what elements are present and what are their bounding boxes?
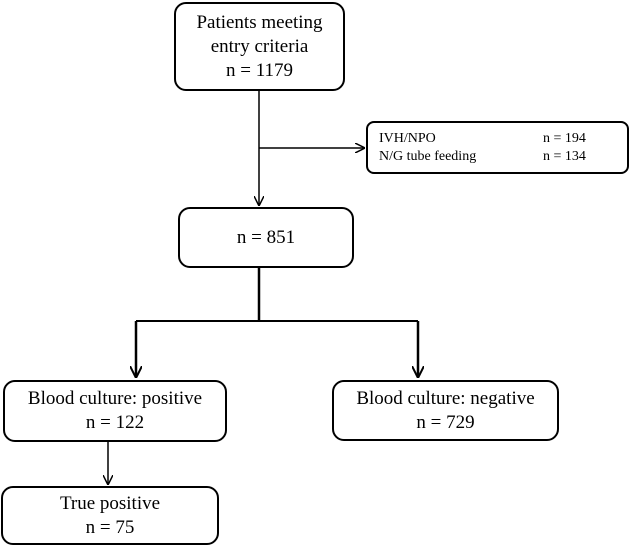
true-positive-count: n = 75 [85,516,135,538]
exclusion-label: N/G tube feeding [379,149,477,164]
exclusion-count: n = 194 [543,131,586,146]
exclusion-box: IVH/NPO n = 194 N/G tube feeding n = 134 [366,121,629,174]
exclusion-count: n = 134 [543,149,586,164]
entry-criteria-count: n = 1179 [225,59,293,81]
blood-culture-positive-label: Blood culture: positive [27,388,203,409]
remaining-patients-count: n = 851 [236,226,296,248]
blood-culture-positive-count: n = 122 [85,412,145,433]
remaining-patients-box: n = 851 [178,207,354,268]
blood-culture-positive-box: Blood culture: positive n = 122 [3,380,227,442]
entry-criteria-box: Patients meeting entry criteria n = 1179 [174,2,345,91]
blood-culture-negative-box: Blood culture: negative n = 729 [332,380,559,441]
exclusion-label: IVH/NPO [379,131,436,146]
entry-criteria-line2: entry criteria [210,35,309,57]
exclusion-row: IVH/NPO n = 194 [368,130,627,148]
blood-culture-negative-count: n = 729 [416,411,475,433]
true-positive-label: True positive [59,492,161,514]
exclusion-row: N/G tube feeding n = 134 [368,148,627,166]
true-positive-box: True positive n = 75 [1,486,219,545]
blood-culture-negative-label: Blood culture: negative [356,387,535,409]
entry-criteria-line1: Patients meeting [196,11,323,33]
